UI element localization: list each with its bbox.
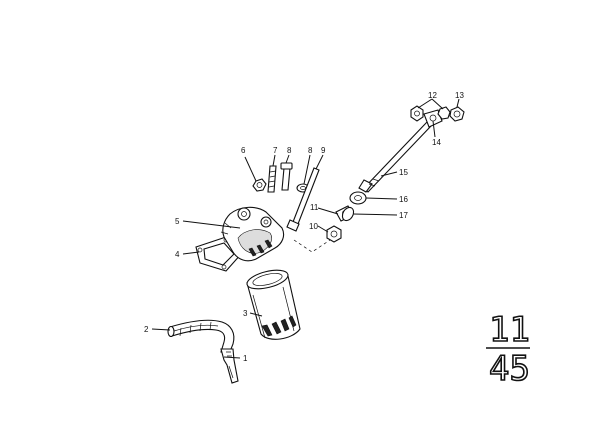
- callout-labels: 1 2 3 4 5 6 7 8 8 9 10 11 12 13 14 15 16…: [144, 91, 464, 363]
- banjo-fitting-16: [349, 191, 367, 205]
- filter-head: [220, 206, 285, 262]
- sealing-ring-17: [341, 206, 355, 222]
- callout-14: 14: [432, 138, 441, 147]
- callout-16: 16: [399, 195, 408, 204]
- leader-lines: [151, 98, 460, 359]
- callout-15: 15: [399, 168, 408, 177]
- stud-bolt-7: [267, 165, 277, 193]
- dipstick-tube: [167, 319, 235, 355]
- callout-2: 2: [144, 325, 149, 334]
- callout-10: 10: [309, 222, 318, 231]
- callout-11: 11: [310, 203, 319, 212]
- callout-1: 1: [243, 354, 248, 363]
- callout-8b: 8: [308, 146, 313, 155]
- page-code: 11 45: [486, 309, 531, 390]
- callout-17: 17: [399, 211, 408, 220]
- bolt-8a: [280, 162, 293, 191]
- oil-pressure-line-15: [358, 121, 432, 193]
- nut-6: [252, 178, 267, 192]
- sealing-nut-13: [437, 106, 465, 122]
- callout-7: 7: [273, 146, 278, 155]
- page-code-sheet: 45: [489, 349, 530, 389]
- dipstick: [220, 348, 239, 384]
- callout-9: 9: [321, 146, 326, 155]
- oil-filter: [246, 269, 301, 340]
- union-fitting-10: [326, 225, 342, 243]
- callout-12: 12: [428, 91, 437, 100]
- callout-8a: 8: [287, 146, 292, 155]
- banjo-bolt-12: [410, 105, 424, 122]
- callout-5: 5: [175, 217, 180, 226]
- assembly-dashes: [293, 239, 331, 253]
- callout-3: 3: [243, 309, 248, 318]
- callout-4: 4: [175, 250, 180, 259]
- page-code-group: 11: [489, 310, 530, 350]
- callout-13: 13: [455, 91, 464, 100]
- callout-6: 6: [241, 146, 246, 155]
- long-bolt-9: [286, 167, 320, 232]
